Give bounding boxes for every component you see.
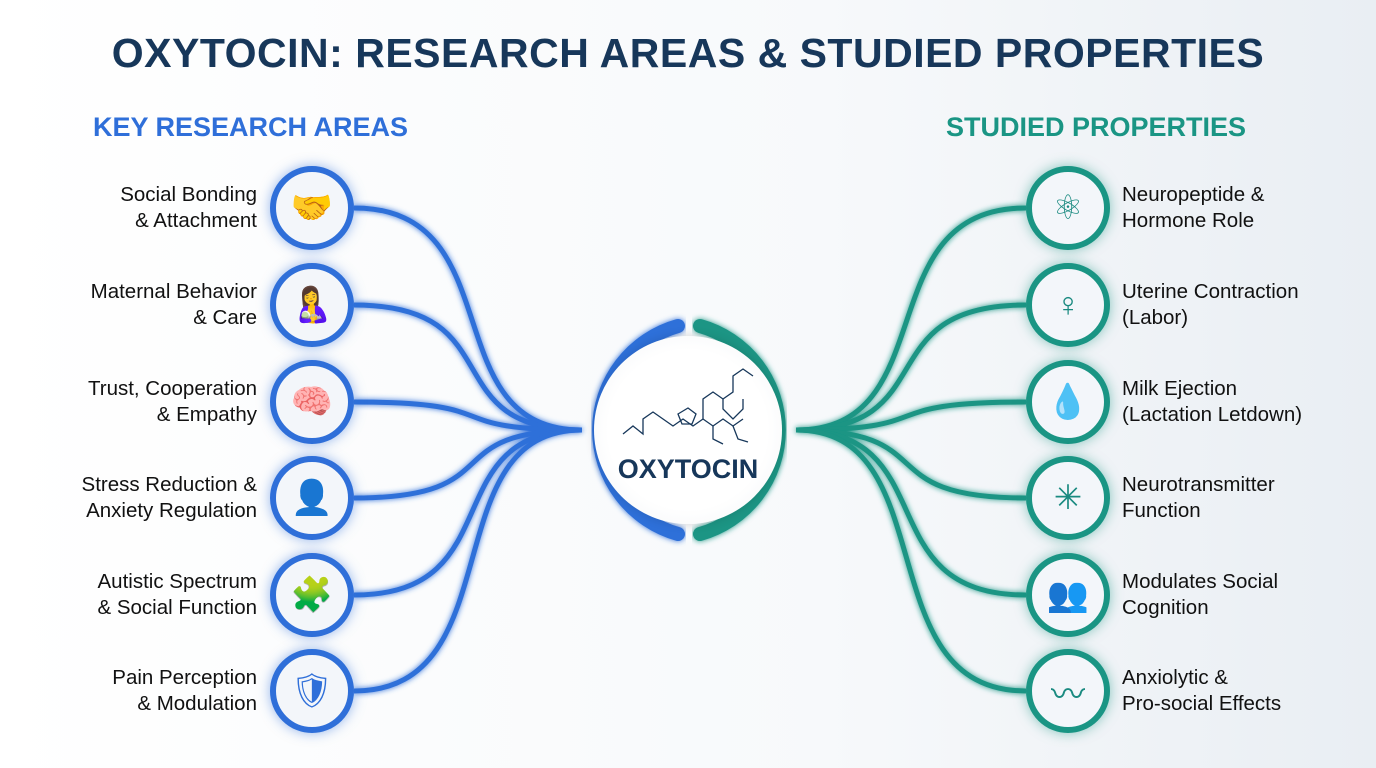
connector-left-4 xyxy=(353,427,583,598)
uterus-icon: ♀ xyxy=(1026,263,1110,347)
item-label: Maternal Behavior & Care xyxy=(17,279,257,331)
item-label-line1: Modulates Social xyxy=(1122,570,1279,593)
connector-right-3 xyxy=(795,427,1027,501)
item-label-line2: & Attachment xyxy=(135,209,257,232)
item-label-line2: Anxiety Regulation xyxy=(86,499,257,522)
connector-right-4 xyxy=(795,427,1027,598)
person-cloud-icon: 👤 xyxy=(270,456,354,540)
connector-right-0 xyxy=(795,205,1027,433)
brain-puzzle-icon: 🧩 xyxy=(270,553,354,637)
item-label: Autistic Spectrum & Social Function xyxy=(17,569,257,621)
center-label: OXYTOCIN xyxy=(617,454,759,484)
item-label-line1: Neuropeptide & xyxy=(1122,183,1265,206)
item-label: Milk Ejection (Lactation Letdown) xyxy=(1122,376,1362,428)
item-label-line1: Social Bonding xyxy=(120,183,257,206)
page-title: OXYTOCIN: RESEARCH AREAS & STUDIED PROPE… xyxy=(111,30,1265,76)
item-label-line2: Pro-social Effects xyxy=(1122,692,1282,715)
connector-right-2 xyxy=(795,399,1027,433)
item-label-line2: & Social Function xyxy=(97,596,257,619)
item-label-line2: & Empathy xyxy=(156,403,257,426)
connector-left-1 xyxy=(353,302,583,433)
item-label-line1: Trust, Cooperation xyxy=(87,377,257,400)
mother-child-icon: 🤱 xyxy=(270,263,354,347)
item-label-line1: Anxiolytic & xyxy=(1122,666,1228,689)
item-label-line1: Maternal Behavior xyxy=(90,280,257,303)
item-label-line2: & Care xyxy=(193,306,257,329)
item-label-line2: Function xyxy=(1122,499,1201,522)
item-label: Pain Perception & Modulation xyxy=(17,665,257,717)
item-label-line1: Neurotransmitter xyxy=(1122,473,1275,496)
handshake-heart-icon: 🤝 xyxy=(270,166,354,250)
connector-left-5 xyxy=(353,427,583,694)
item-label: Trust, Cooperation & Empathy xyxy=(17,376,257,428)
item-label-line2: (Lactation Letdown) xyxy=(1122,403,1303,426)
item-label-line2: Cognition xyxy=(1122,596,1209,619)
left-section-heading: KEY RESEARCH AREAS xyxy=(93,112,409,142)
item-label-line2: & Modulation xyxy=(137,692,257,715)
item-label-line1: Pain Perception xyxy=(112,666,257,689)
item-label: Neuropeptide & Hormone Role xyxy=(1122,182,1362,234)
item-label: Stress Reduction & Anxiety Regulation xyxy=(17,472,257,524)
item-label: Social Bonding & Attachment xyxy=(17,182,257,234)
connector-right-1 xyxy=(795,302,1027,433)
item-label-line1: Milk Ejection xyxy=(1122,377,1238,400)
social-heads-icon: 👥 xyxy=(1026,553,1110,637)
item-label: Anxiolytic & Pro-social Effects xyxy=(1122,665,1362,717)
milk-drop-icon: 💧 xyxy=(1026,360,1110,444)
connector-left-2 xyxy=(353,399,583,433)
brain-gear-icon: 🧠 xyxy=(270,360,354,444)
molecule-gland-icon: ⚛ xyxy=(1026,166,1110,250)
item-label-line1: Uterine Contraction xyxy=(1122,280,1299,303)
right-section-heading: STUDIED PROPERTIES xyxy=(946,112,1247,142)
molecule-structure-icon xyxy=(622,368,754,445)
item-label: Uterine Contraction (Labor) xyxy=(1122,279,1362,331)
brain-pulse-icon: 〰 xyxy=(1026,649,1110,733)
neuron-icon: ✳ xyxy=(1026,456,1110,540)
connector-right-5 xyxy=(795,427,1027,694)
item-label-line2: (Labor) xyxy=(1122,306,1189,329)
connector-left-0 xyxy=(353,205,583,433)
item-label-line1: Autistic Spectrum xyxy=(97,570,258,593)
connector-left-3 xyxy=(353,427,583,501)
item-label-line2: Hormone Role xyxy=(1122,209,1255,232)
brain-shield-icon: 🛡 xyxy=(270,649,354,733)
item-label-line1: Stress Reduction & xyxy=(81,473,257,496)
oxytocin-hub: OXYTOCIN xyxy=(594,336,782,524)
